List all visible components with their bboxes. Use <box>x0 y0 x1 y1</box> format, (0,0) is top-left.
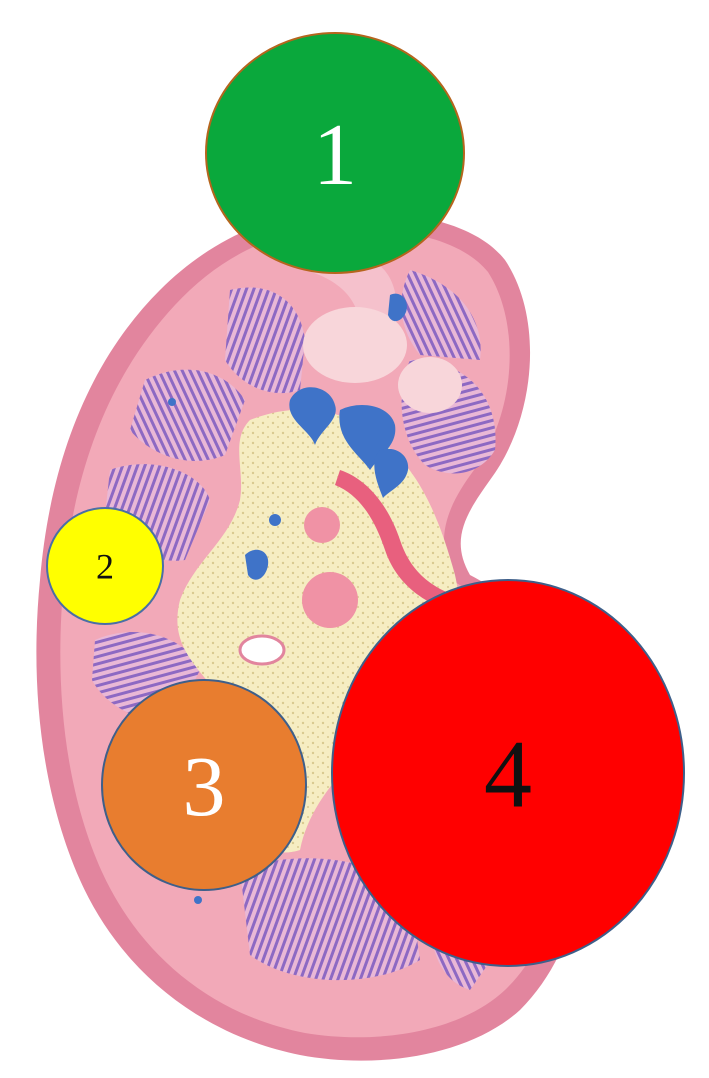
pyramid-top-left <box>225 287 305 394</box>
vessel-dot-3 <box>194 896 202 904</box>
marker-circle-2 <box>46 507 164 625</box>
calyx-upper <box>289 387 336 445</box>
marker-label-1: 1 <box>313 107 357 204</box>
marker-circle-1 <box>205 32 465 274</box>
vessel-left <box>245 549 269 580</box>
marker-1: 1 <box>205 32 465 274</box>
pyramid-left-upper <box>130 369 245 461</box>
marker-label-2: 2 <box>96 547 114 587</box>
vessel-section-1 <box>304 507 340 543</box>
vessel-dot-4 <box>168 398 176 406</box>
marker-label-4: 4 <box>484 721 532 828</box>
ureter-section <box>238 634 286 666</box>
papilla-right <box>398 357 462 413</box>
marker-3: 3 <box>101 679 307 891</box>
region-markers: 1 2 3 4 <box>46 32 685 967</box>
pyramid-top-right <box>401 270 481 360</box>
renal-artery <box>335 470 470 615</box>
marker-2: 2 <box>46 507 164 625</box>
marker-circle-3 <box>101 679 307 891</box>
marker-label-3: 3 <box>183 738 226 834</box>
vessel-section-2 <box>302 572 358 628</box>
papilla-top <box>303 307 407 383</box>
vessel-dot-1 <box>269 514 281 526</box>
marker-4: 4 <box>331 579 685 967</box>
calyx-top-vein <box>388 293 407 322</box>
marker-circle-4 <box>331 579 685 967</box>
calyx-right <box>374 448 409 498</box>
